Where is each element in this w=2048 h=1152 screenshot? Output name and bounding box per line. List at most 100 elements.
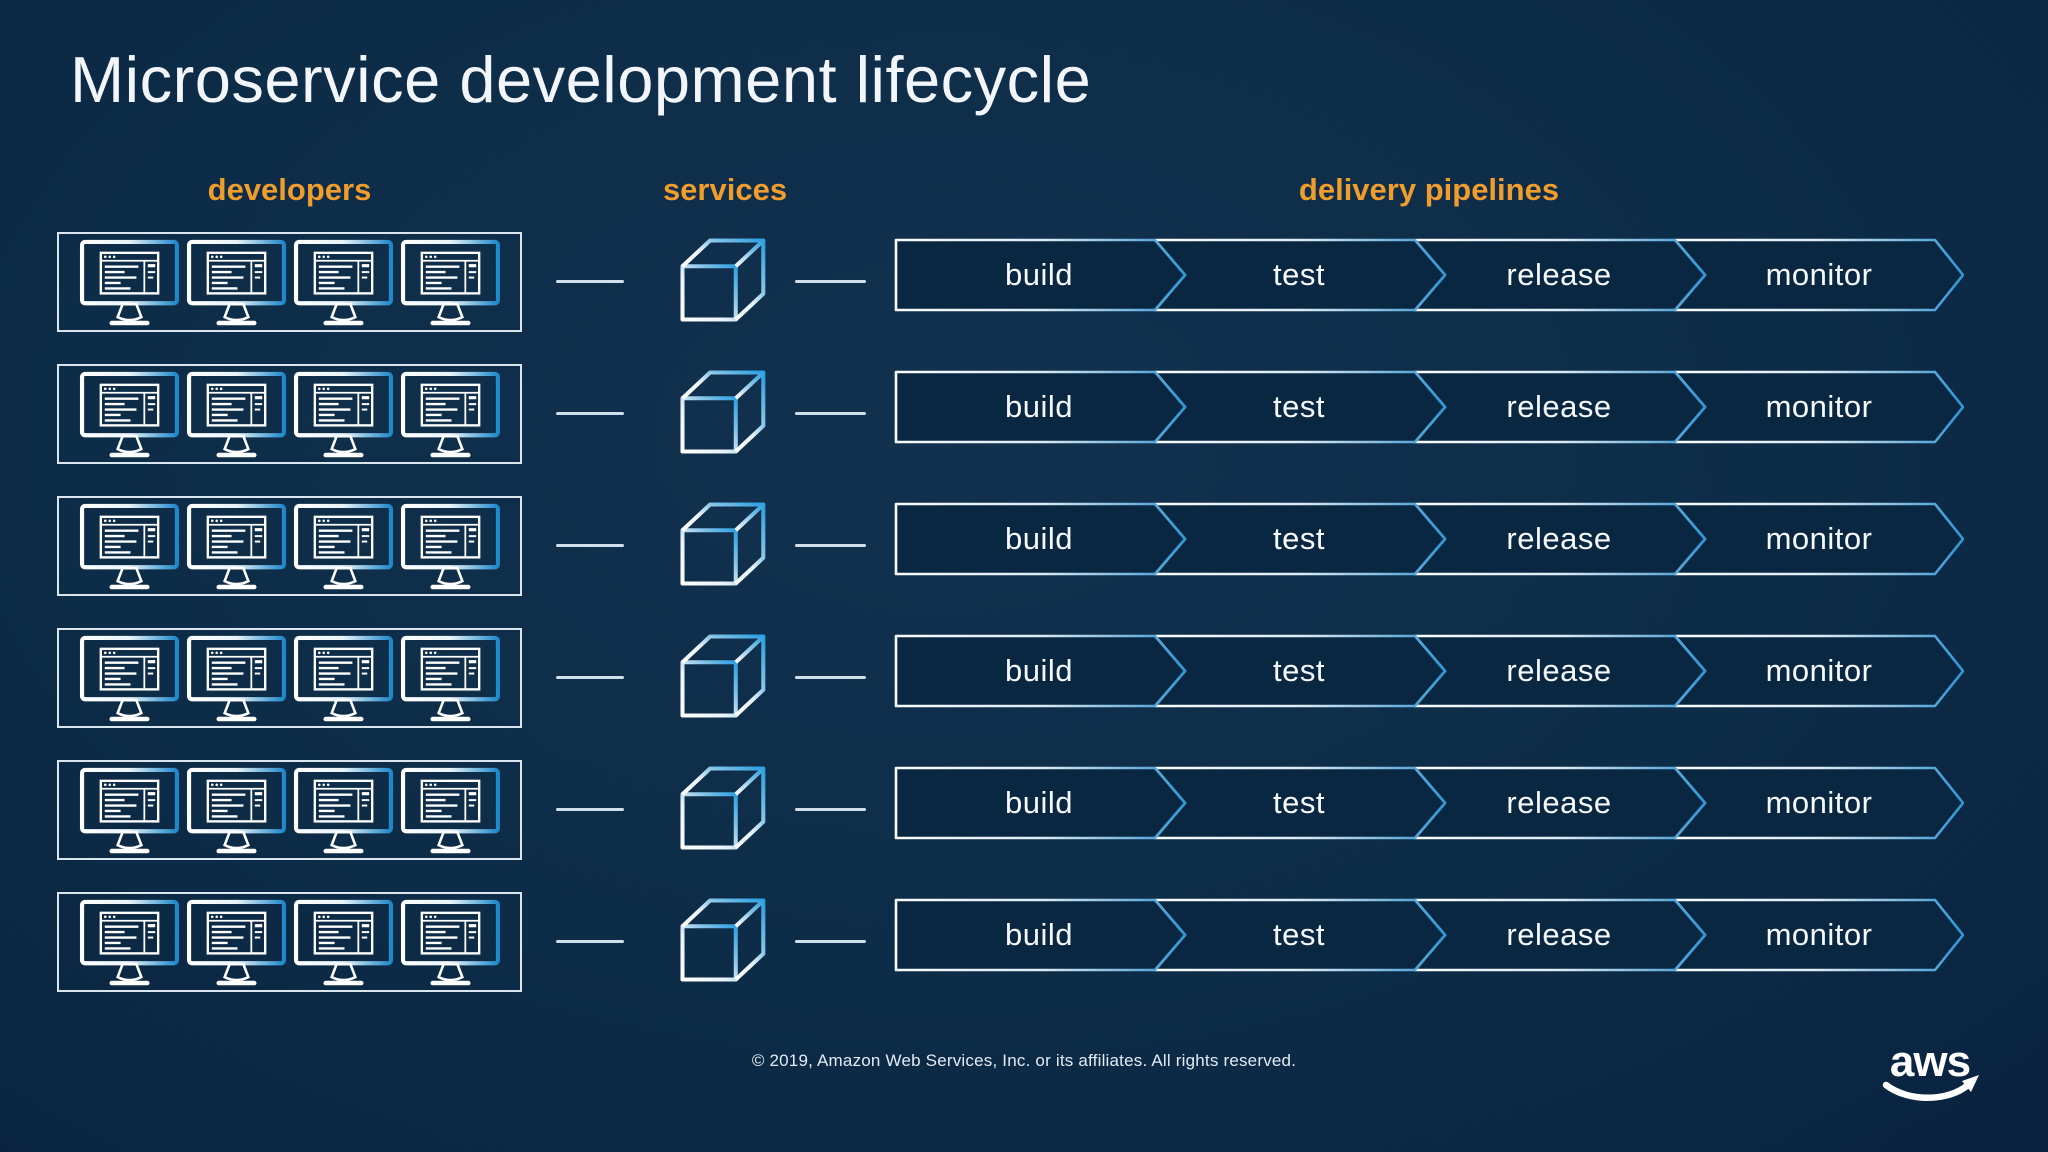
pipeline-stage-release: release [1506, 389, 1612, 424]
monitor-stand [429, 698, 471, 721]
monitor-icon [293, 239, 393, 325]
pipeline-chevrons [894, 766, 1964, 840]
column-header-services: services [662, 172, 788, 207]
monitor-stand [429, 434, 471, 457]
lifecycle-row: build test release monitor [0, 364, 2048, 464]
connector-line-right [795, 280, 866, 283]
chevron-build [894, 238, 1187, 312]
connector-line-left [556, 412, 624, 415]
column-header-delivery-pipelines: delivery pipelines [1298, 172, 1560, 207]
chevron-build [894, 502, 1187, 576]
connector-line-left [556, 808, 624, 811]
pipeline-stage-release: release [1506, 521, 1612, 556]
pipeline-stage-build: build [1005, 917, 1073, 952]
pipeline-stage-build: build [1005, 521, 1073, 556]
monitor-icon [186, 239, 286, 325]
developers-group-box [57, 892, 522, 992]
service-cube-icon [680, 898, 766, 982]
browser-window [313, 647, 373, 691]
monitor-stand [108, 434, 150, 457]
delivery-pipeline: build test release monitor [894, 370, 1964, 444]
monitor-icon [186, 899, 286, 985]
monitor-icon [400, 899, 500, 985]
pipeline-stage-test: test [1273, 917, 1325, 952]
aws-smile-curve [1882, 1081, 1972, 1101]
delivery-pipeline: build test release monitor [894, 898, 1964, 972]
browser-window [313, 911, 373, 955]
monitor-icon [186, 503, 286, 589]
service-cube-icon [680, 634, 766, 718]
pipeline-stage-build: build [1005, 257, 1073, 292]
browser-window [206, 515, 266, 559]
lifecycle-row: build test release monitor [0, 760, 2048, 860]
monitor-icon [293, 371, 393, 457]
browser-window [206, 383, 266, 427]
monitor-stand [322, 434, 364, 457]
monitor-icon [79, 767, 179, 853]
browser-window [206, 647, 266, 691]
pipeline-stage-build: build [1005, 389, 1073, 424]
monitor-icon [186, 635, 286, 721]
delivery-pipeline: build test release monitor [894, 766, 1964, 840]
column-header-developers: developers [207, 172, 372, 207]
aws-logo: aws [1882, 1037, 1979, 1101]
delivery-pipeline: build test release monitor [894, 634, 1964, 708]
monitor-icon [400, 635, 500, 721]
monitor-stand [108, 302, 150, 325]
connector-line-left [556, 940, 624, 943]
browser-window [313, 515, 373, 559]
pipeline-stage-monitor: monitor [1765, 389, 1873, 424]
monitor-stand [322, 698, 364, 721]
monitor-icon [186, 371, 286, 457]
browser-window [420, 383, 480, 427]
monitor-icon [293, 635, 393, 721]
monitor-icon [79, 239, 179, 325]
browser-window [313, 383, 373, 427]
browser-window [420, 515, 480, 559]
monitor-stand [108, 566, 150, 589]
pipeline-stage-monitor: monitor [1765, 917, 1873, 952]
browser-window [99, 251, 159, 295]
monitor-stand [429, 962, 471, 985]
monitor-stand [108, 830, 150, 853]
monitor-stand [215, 434, 257, 457]
monitor-stand [429, 830, 471, 853]
developers-group-box [57, 496, 522, 596]
monitor-icon [400, 503, 500, 589]
monitor-stand [215, 962, 257, 985]
lifecycle-row: build test release monitor [0, 496, 2048, 596]
monitor-stand [322, 566, 364, 589]
service-cube-icon [680, 370, 766, 454]
monitor-stand [322, 962, 364, 985]
service-cube-icon [680, 238, 766, 322]
pipeline-stage-monitor: monitor [1765, 521, 1873, 556]
pipeline-stage-monitor: monitor [1765, 785, 1873, 820]
pipeline-stage-build: build [1005, 653, 1073, 688]
developers-group-box [57, 628, 522, 728]
monitor-icon [79, 899, 179, 985]
delivery-pipeline: build test release monitor [894, 238, 1964, 312]
delivery-pipeline: build test release monitor [894, 502, 1964, 576]
chevron-build [894, 898, 1187, 972]
pipeline-chevrons [894, 898, 1964, 972]
monitor-icon [400, 371, 500, 457]
pipeline-chevrons [894, 238, 1964, 312]
monitor-icon [79, 371, 179, 457]
monitor-stand [429, 566, 471, 589]
chevron-build [894, 766, 1187, 840]
lifecycle-row: build test release monitor [0, 628, 2048, 728]
pipeline-chevrons [894, 502, 1964, 576]
browser-window [206, 251, 266, 295]
connector-line-left [556, 280, 624, 283]
pipeline-stage-release: release [1506, 785, 1612, 820]
pipeline-stage-release: release [1506, 917, 1612, 952]
monitor-stand [429, 302, 471, 325]
developers-group-box [57, 232, 522, 332]
browser-window [313, 251, 373, 295]
browser-window [99, 515, 159, 559]
browser-window [313, 779, 373, 823]
monitor-stand [215, 698, 257, 721]
connector-line-right [795, 412, 866, 415]
monitor-icon [400, 767, 500, 853]
